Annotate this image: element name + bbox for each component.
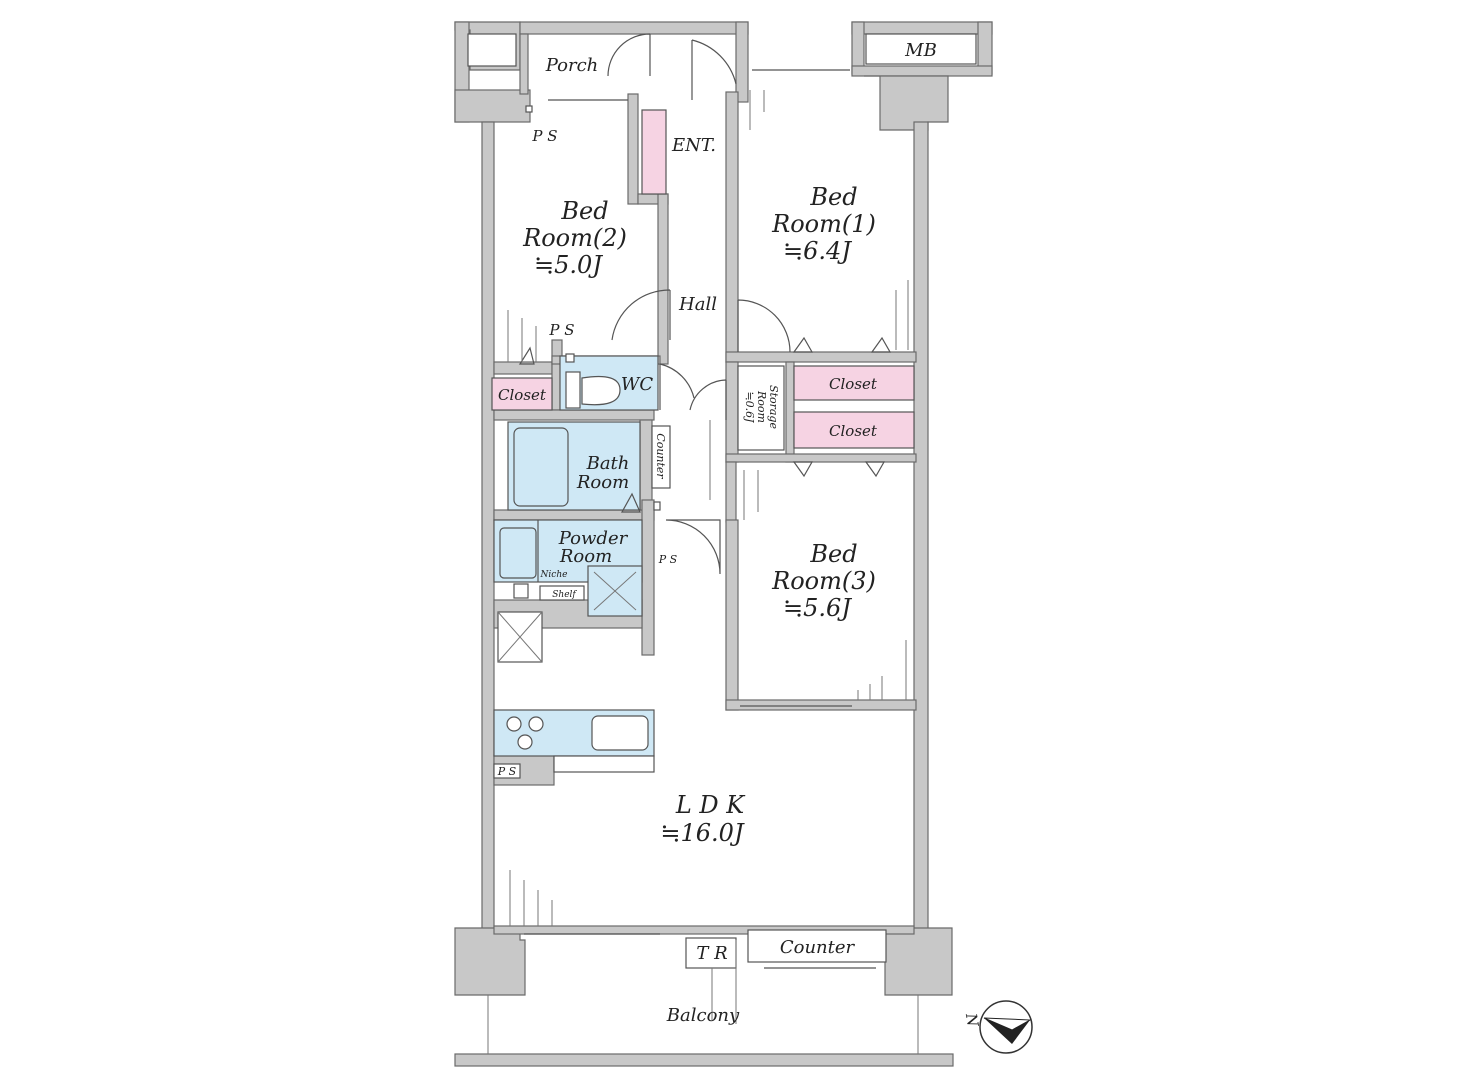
label-counter-bottom: Counter bbox=[780, 937, 856, 958]
label-bath-room: Room bbox=[576, 472, 629, 493]
closet-right-1 bbox=[793, 365, 915, 401]
wet-rooms bbox=[493, 355, 659, 773]
label-ps-top: P S bbox=[531, 127, 557, 145]
label-bed1-room: Room(1) bbox=[771, 210, 876, 238]
closet-right-2 bbox=[793, 411, 915, 449]
label-closet-left: Closet bbox=[498, 386, 547, 404]
label-counter-vertical: Counter bbox=[654, 433, 667, 479]
label-shelf: Shelf bbox=[552, 590, 577, 600]
label-bed3-room: Room(3) bbox=[771, 567, 876, 595]
label-bed3-size: ≒5.6J bbox=[783, 594, 852, 622]
label-ent: ENT. bbox=[671, 135, 716, 156]
label-closet-right-1: Closet bbox=[829, 375, 878, 393]
windows bbox=[524, 69, 876, 1024]
label-mb: MB bbox=[904, 40, 937, 61]
label-powder-title: Powder bbox=[558, 528, 629, 549]
outer-walls bbox=[454, 21, 993, 1067]
label-bed3-title: Bed bbox=[809, 540, 857, 568]
label-ldk-size: ≒16.0J bbox=[660, 819, 745, 847]
compass bbox=[979, 1000, 1033, 1054]
label-north: N bbox=[962, 1011, 982, 1029]
label-ps-mid: P S bbox=[548, 321, 574, 339]
label-hall: Hall bbox=[678, 294, 717, 315]
closets bbox=[491, 109, 915, 449]
label-bed1-title: Bed bbox=[809, 183, 857, 211]
label-powder-room: Room bbox=[559, 546, 612, 567]
label-closet-right-2: Closet bbox=[829, 422, 878, 440]
entry-shoe-closet bbox=[641, 109, 667, 195]
label-bed1-size: ≒6.4J bbox=[783, 237, 852, 265]
label-wc: WC bbox=[621, 374, 654, 395]
label-tr: T R bbox=[696, 943, 727, 964]
label-ps-kitchen: P S bbox=[497, 765, 517, 778]
label-storage-size: ≒0.6J bbox=[743, 391, 756, 423]
label-porch: Porch bbox=[545, 55, 599, 76]
hatching bbox=[507, 90, 909, 926]
label-storage-room: Room bbox=[755, 390, 768, 423]
label-ps-low: P S bbox=[658, 553, 678, 566]
label-storage-title: Storage bbox=[767, 385, 780, 429]
label-bed2-title: Bed bbox=[560, 197, 608, 225]
doors bbox=[518, 33, 892, 575]
label-bath-title: Bath bbox=[586, 453, 630, 474]
label-niche: Niche bbox=[540, 570, 568, 580]
label-bed2-size: ≒5.0J bbox=[534, 251, 603, 279]
closet-left bbox=[491, 377, 553, 411]
fixtures bbox=[467, 33, 977, 969]
label-ldk-title: L D K bbox=[675, 791, 746, 819]
label-bed2-room: Room(2) bbox=[522, 224, 627, 252]
label-balcony: Balcony bbox=[666, 1005, 740, 1026]
room-labels: Porch MB P S ENT. Bed Room(2) ≒5.0J Bed … bbox=[497, 40, 982, 1029]
